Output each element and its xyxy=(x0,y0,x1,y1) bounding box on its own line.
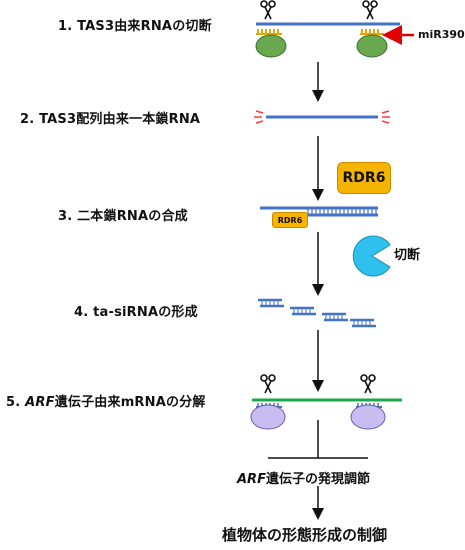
arf-regulation-label: ARF遺伝子の発現調節 xyxy=(237,472,370,487)
sirna-duplex xyxy=(258,298,284,308)
sirna-duplex xyxy=(322,312,348,322)
final-outcome-label: 植物体の形態形成の制御 xyxy=(222,526,388,544)
dicer-pacman-icon xyxy=(352,235,391,277)
sirna-duplex xyxy=(350,318,376,328)
scissors-icon xyxy=(260,0,276,20)
step-1-label: 1. TAS3由来RNAの切断 xyxy=(58,19,212,34)
argonaute-blob-icon xyxy=(255,34,287,58)
argonaute-blob-icon xyxy=(350,404,386,430)
argonaute-blob-icon xyxy=(250,404,286,430)
scissors-icon xyxy=(362,0,378,20)
ta-sirna-fragments xyxy=(258,298,376,328)
sirna-duplex xyxy=(290,306,316,316)
step-5-label: 5. ARF遺伝子由来mRNAの分解 xyxy=(6,395,206,410)
step-4-label: 4. ta-siRNAの形成 xyxy=(74,305,198,320)
scissors-icon xyxy=(260,374,276,394)
cleavage-mark-icon xyxy=(254,110,264,124)
step-3-label: 3. 二本鎖RNAの合成 xyxy=(58,209,188,224)
rdr6-small-badge: RDR6 xyxy=(272,212,308,228)
scissors-icon xyxy=(360,374,376,394)
mir390-bases-left xyxy=(257,29,279,34)
argonaute-blob-icon xyxy=(356,34,388,58)
base-pairs xyxy=(307,209,377,214)
mir390-label: miR390 xyxy=(418,28,465,41)
rdr6-enzyme-badge: RDR6 xyxy=(337,162,391,194)
cut-label: 切断 xyxy=(394,248,421,263)
step-2-label: 2. TAS3配列由来一本鎖RNA xyxy=(20,112,201,127)
cleavage-mark-icon xyxy=(381,110,390,124)
